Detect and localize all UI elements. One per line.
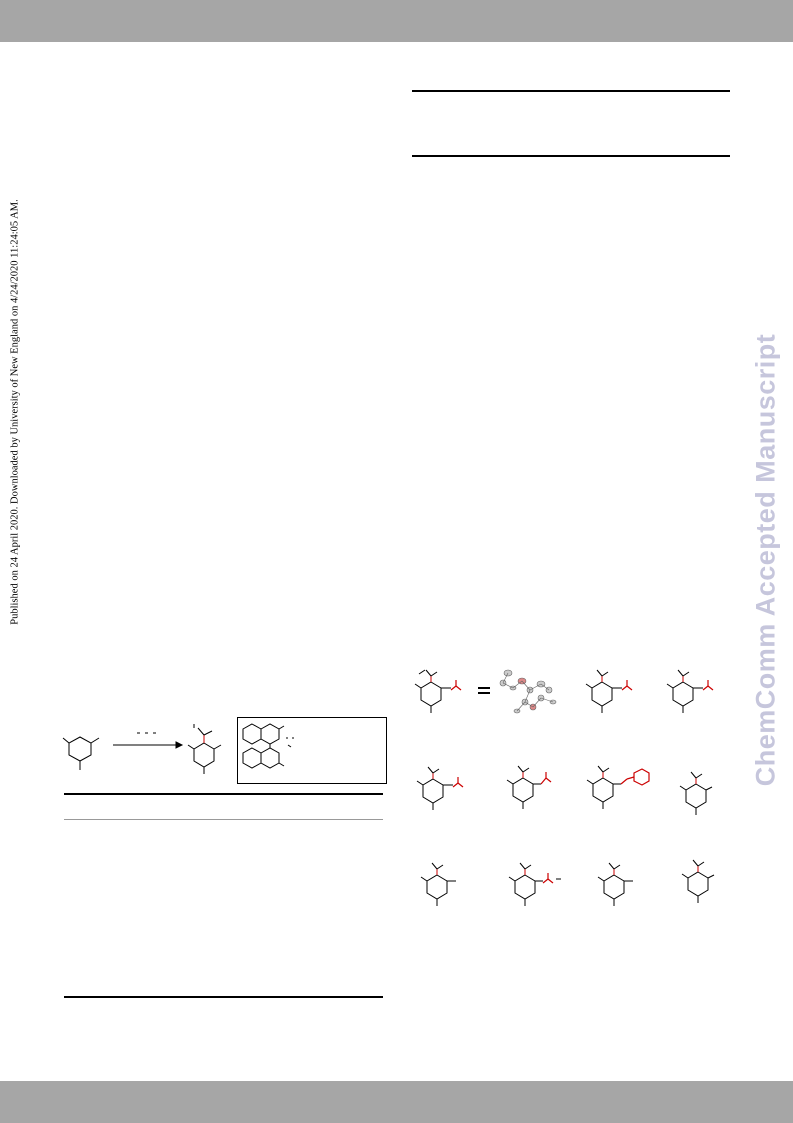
left-table-header-rule bbox=[64, 819, 383, 820]
right-table-top-rule bbox=[412, 90, 730, 92]
compound-2c bbox=[586, 765, 650, 810]
compound-2b bbox=[506, 765, 552, 810]
compound-3c bbox=[597, 862, 633, 907]
compound-2a bbox=[416, 766, 464, 811]
compound-1b bbox=[585, 669, 633, 714]
compound-2d bbox=[679, 771, 713, 816]
crystal-structure-equals bbox=[478, 687, 490, 694]
bottom-footer-band bbox=[0, 1081, 793, 1123]
compound-1c bbox=[666, 669, 714, 714]
compound-3d bbox=[681, 859, 715, 904]
compound-1a bbox=[414, 669, 462, 714]
crystal-structure-ortep bbox=[499, 669, 557, 714]
left-table-top-rule bbox=[64, 793, 383, 795]
catalyst-inset-box bbox=[237, 717, 387, 784]
left-table-bottom-rule bbox=[64, 996, 383, 998]
compound-3a bbox=[420, 862, 456, 907]
top-header-band bbox=[0, 0, 793, 42]
compound-3b bbox=[508, 862, 561, 907]
right-table-bottom-rule bbox=[412, 155, 730, 157]
